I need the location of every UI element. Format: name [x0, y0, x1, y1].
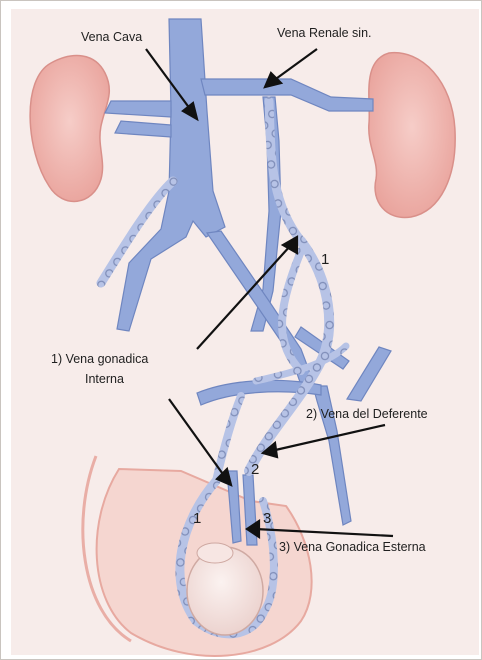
label-vena-deferente: 2) Vena del Deferente — [306, 407, 428, 421]
label-vena-cava: Vena Cava — [81, 30, 142, 44]
number-1-lower: 1 — [193, 510, 201, 527]
number-3: 3 — [263, 510, 271, 527]
epididymis — [197, 543, 233, 563]
label-vena-gonadica-line2: Interna — [85, 372, 124, 386]
number-2: 2 — [251, 461, 259, 478]
label-vena-gonadica-line1: 1) Vena gonadica — [51, 352, 148, 366]
label-vena-gonadica-esterna: 3) Vena Gonadica Esterna — [279, 540, 426, 554]
label-vena-renale: Vena Renale sin. — [277, 26, 372, 40]
number-1-upper: 1 — [321, 251, 329, 268]
